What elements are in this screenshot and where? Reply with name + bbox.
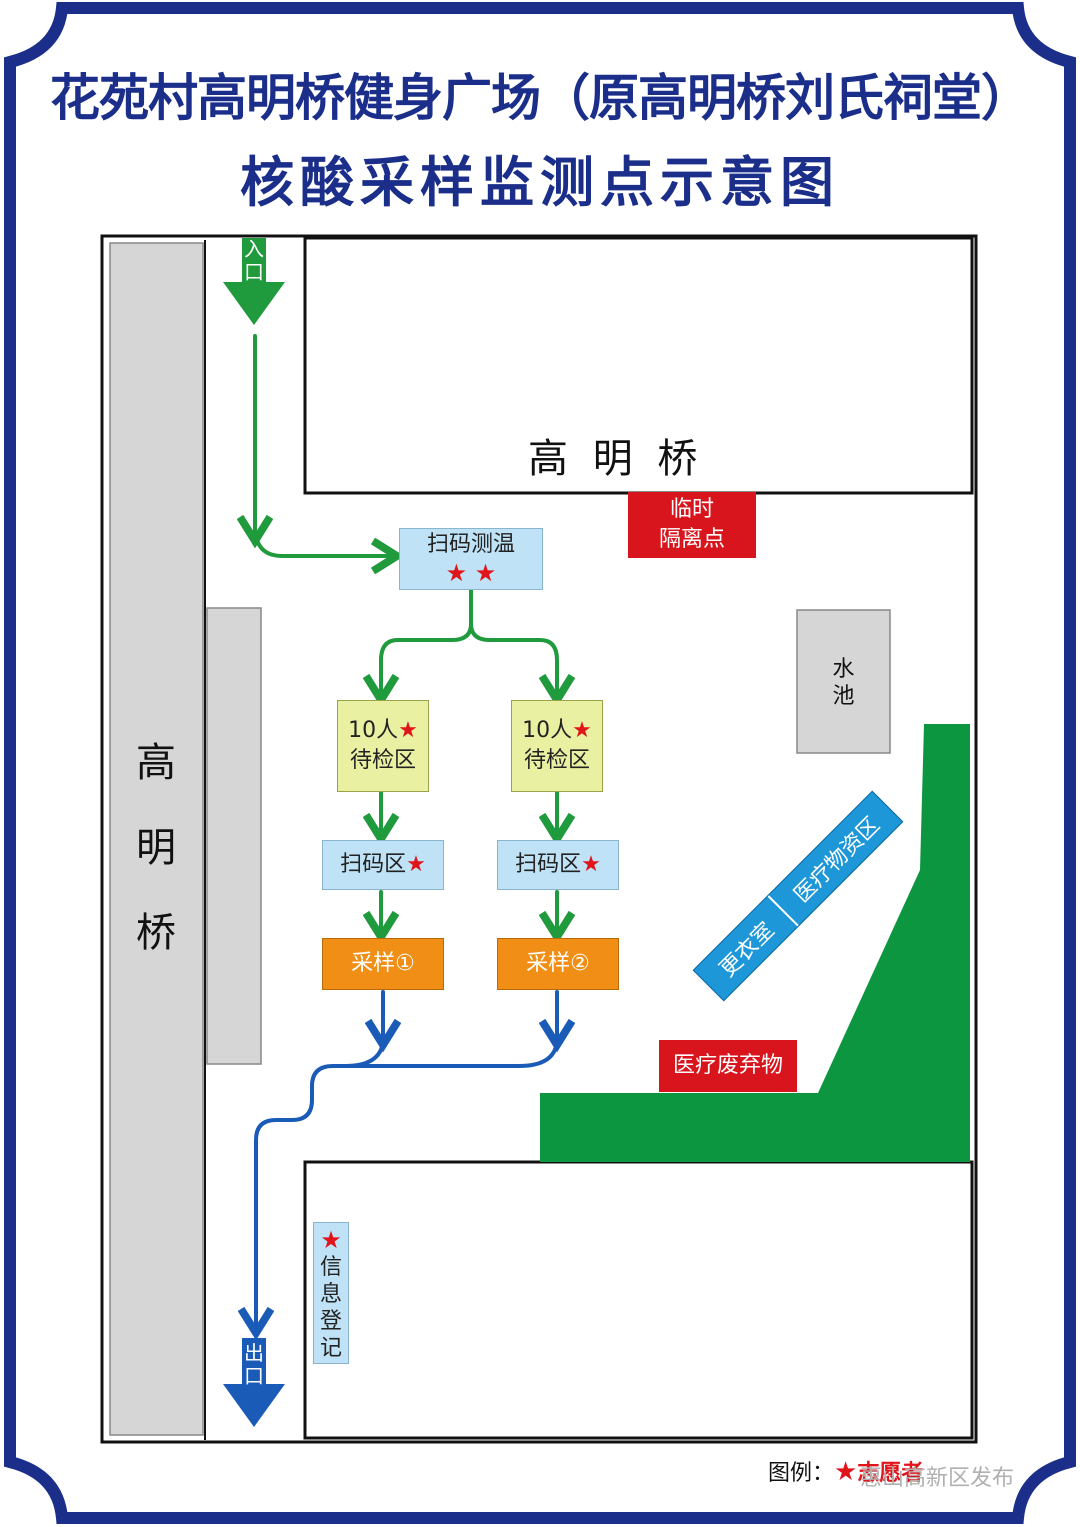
isolation-box: 临时 隔离点 — [628, 492, 756, 558]
bottom-building — [303, 1160, 974, 1440]
registration-char-1: 信 — [319, 1255, 342, 1280]
registration-char-4: 记 — [319, 1336, 342, 1361]
legend: 图例：★志愿者 — [768, 1455, 923, 1487]
exit-label: 出口 — [244, 1341, 264, 1388]
scan-temp-label: 扫码测温 — [426, 532, 515, 557]
frame-border — [3, 1, 1076, 1524]
waiting-2-star: ★ — [572, 718, 592, 743]
pool-label: 水 池 — [797, 656, 890, 710]
legend-label: 志愿者 — [857, 1461, 924, 1486]
left-road — [109, 242, 204, 1436]
entrance-label: 入口 — [244, 237, 264, 284]
registration-char-3: 登 — [319, 1309, 342, 1334]
sampling-1-label: 采样① — [351, 951, 415, 976]
medical-waste-box: 医疗废弃物 — [659, 1040, 797, 1092]
pool — [796, 609, 891, 754]
waiting-area-1: 10人★ 待检区 — [337, 700, 429, 792]
medical-waste-label: 医疗废弃物 — [672, 1053, 783, 1078]
sampling-1: 采样① — [322, 938, 444, 990]
watermark: 惠山高新区发布 — [860, 1466, 1015, 1491]
left-road-label-3: 桥 — [136, 910, 176, 956]
scan-zone-1-label: 扫码区 — [340, 852, 407, 877]
scan-zone-2-label: 扫码区 — [515, 852, 582, 877]
title-line2: 核酸采样监测点示意图 — [240, 151, 840, 214]
left-road-label-2: 明 — [136, 825, 176, 871]
registration-box: ★ 信 息 登 记 — [313, 1222, 349, 1364]
left-road-label-1: 高 — [136, 740, 176, 786]
waiting-1-label: 待检区 — [349, 748, 416, 773]
waiting-2-label: 待检区 — [523, 748, 590, 773]
isolation-line2: 隔离点 — [658, 527, 725, 552]
scan-zone-1: 扫码区★ — [322, 840, 444, 890]
flow-split-right — [469, 622, 557, 697]
waiting-area-2: 10人★ 待检区 — [511, 700, 603, 792]
scan-zone-1-star: ★ — [406, 852, 426, 877]
registration-star: ★ — [320, 1226, 342, 1254]
green-area — [540, 724, 970, 1162]
left-strip — [206, 607, 262, 1065]
isolation-line1: 临时 — [669, 497, 714, 522]
flow-merge-right — [343, 1040, 559, 1068]
legend-prefix: 图例： — [768, 1461, 835, 1486]
entrance-arrow — [223, 238, 285, 325]
legend-star: ★ — [834, 1457, 858, 1487]
waiting-2-count: 10人 — [522, 718, 573, 743]
top-building — [303, 236, 974, 495]
registration-char-2: 息 — [319, 1282, 342, 1307]
waiting-1-count: 10人 — [348, 718, 399, 743]
pool-line1: 水 — [832, 657, 855, 682]
exit-arrow — [223, 1338, 285, 1427]
scan-temp-stars: ★ ★ — [445, 559, 497, 587]
scan-zone-2: 扫码区★ — [497, 840, 619, 890]
flow-to-scan-temp — [253, 528, 394, 556]
sampling-2: 采样② — [497, 938, 619, 990]
title-line1: 花苑村高明桥健身广场（原高明桥刘氏祠堂） — [50, 69, 1031, 127]
scan-temp-box: 扫码测温 ★ ★ — [399, 528, 543, 590]
waiting-1-star: ★ — [398, 718, 418, 743]
scan-zone-2-star: ★ — [581, 852, 601, 877]
top-road-label: 高 明 桥 — [528, 436, 704, 482]
pool-line2: 池 — [832, 684, 855, 709]
sampling-2-label: 采样② — [526, 951, 590, 976]
